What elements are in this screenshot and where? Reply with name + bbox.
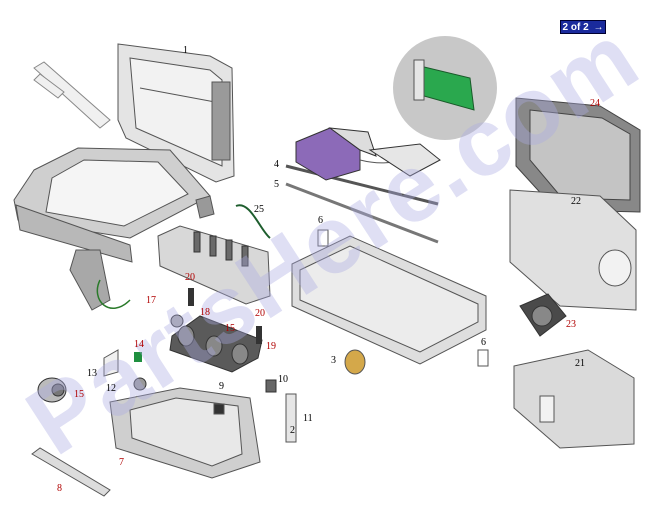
callout-15-motor: 15 bbox=[74, 389, 84, 400]
part-clip-6a bbox=[317, 229, 329, 247]
callout-9: 9 bbox=[219, 381, 224, 392]
arrow-right-icon: → bbox=[593, 22, 604, 33]
callout-15-roller: 15 bbox=[225, 323, 235, 334]
part-main-tray bbox=[291, 235, 487, 365]
callout-13: 13 bbox=[87, 368, 97, 379]
callout-24: 24 bbox=[590, 98, 600, 109]
callout-4: 4 bbox=[274, 159, 279, 170]
callout-6: 6 bbox=[318, 215, 323, 226]
part-motor-3 bbox=[344, 349, 366, 375]
part-sensor-14 bbox=[134, 352, 142, 362]
part-cable-25 bbox=[235, 204, 271, 239]
part-clip-6b bbox=[477, 349, 489, 367]
callout-3: 3 bbox=[331, 355, 336, 366]
part-roller-assembly bbox=[169, 315, 263, 373]
callout-2: 2 bbox=[290, 425, 295, 436]
part-frame-24 bbox=[515, 97, 641, 213]
callout-5: 5 bbox=[274, 179, 279, 190]
callout-10: 10 bbox=[278, 374, 288, 385]
part-clip-strip bbox=[33, 61, 111, 129]
callout-21: 21 bbox=[575, 358, 585, 369]
callout-7: 7 bbox=[119, 457, 124, 468]
part-box-21 bbox=[513, 349, 635, 449]
part-rod-5 bbox=[285, 182, 439, 244]
part-gear-12 bbox=[133, 377, 147, 391]
part-formatter-board bbox=[393, 36, 497, 140]
callout-12: 12 bbox=[106, 383, 116, 394]
callout-18: 18 bbox=[200, 307, 210, 318]
callout-14: 14 bbox=[134, 339, 144, 350]
part-10 bbox=[265, 379, 277, 393]
part-rod-4 bbox=[285, 164, 439, 206]
callout-20a: 20 bbox=[185, 272, 195, 283]
part-spring-18 bbox=[188, 288, 194, 306]
part-spring-19 bbox=[256, 326, 262, 344]
page-indicator-label: 2 of 2 bbox=[562, 22, 589, 33]
callout-23: 23 bbox=[566, 319, 576, 330]
callout-11: 11 bbox=[303, 413, 313, 424]
callout-20b: 20 bbox=[255, 308, 265, 319]
part-carriage bbox=[295, 127, 441, 181]
part-chassis bbox=[109, 387, 261, 479]
callout-19: 19 bbox=[266, 341, 276, 352]
part-plate-22 bbox=[509, 189, 637, 311]
part-motor bbox=[37, 377, 67, 403]
page-indicator-button[interactable]: 2 of 2 → bbox=[560, 20, 606, 34]
part-paper-guide bbox=[157, 225, 271, 305]
callout-8: 8 bbox=[57, 483, 62, 494]
part-strip-8 bbox=[31, 447, 111, 497]
part-11 bbox=[285, 393, 297, 443]
callout-22: 22 bbox=[571, 196, 581, 207]
part-plate-13 bbox=[103, 349, 119, 377]
callout-25: 25 bbox=[254, 204, 264, 215]
part-scanner-base bbox=[13, 147, 215, 311]
part-top-cover bbox=[117, 43, 235, 183]
callout-17: 17 bbox=[146, 295, 156, 306]
callout-6b: 6 bbox=[481, 337, 486, 348]
part-fan-23 bbox=[519, 293, 567, 337]
callout-1: 1 bbox=[183, 45, 188, 56]
